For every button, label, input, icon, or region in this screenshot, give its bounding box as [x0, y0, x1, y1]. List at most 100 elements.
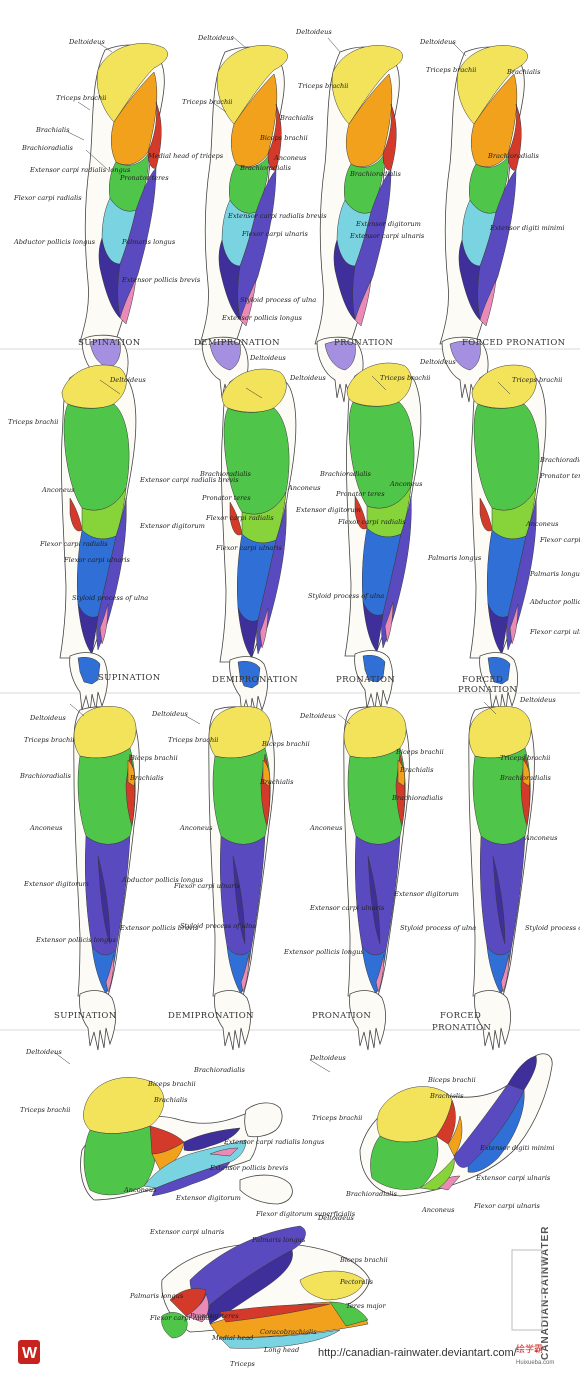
svg-text:Brachioradialis: Brachioradialis [19, 772, 72, 780]
label: Triceps brachii [426, 66, 476, 74]
label: Palmaris longus [121, 238, 176, 246]
svg-text:Extensor pollicis longus: Extensor pollicis longus [221, 314, 303, 322]
muscle-labels: Deltoideus Deltoideus Deltoideus Deltoid… [13, 28, 565, 322]
caption-pronation: PRONATION [334, 338, 393, 348]
caption-pronation: PRONATION [458, 685, 517, 695]
svg-text:Extensor digiti minimi: Extensor digiti minimi [489, 224, 565, 232]
svg-text:Triceps brachii: Triceps brachii [8, 418, 58, 426]
row-captions: SUPINATION DEMIPRONATION PRONATION FORCE… [54, 338, 565, 1033]
svg-text:Styloid process of ulna: Styloid process of ulna [180, 922, 256, 930]
svg-text:Styloid process of ulna: Styloid process of ulna [525, 924, 580, 932]
svg-text:Deltoideus: Deltoideus [299, 712, 336, 720]
svg-text:Long head: Long head [263, 1346, 299, 1354]
label: Brachioradialis [21, 144, 74, 152]
label: Styloid process of ulna [240, 296, 316, 304]
svg-text:Deltoideus: Deltoideus [289, 374, 326, 382]
svg-text:Pronator teres: Pronator teres [119, 174, 169, 182]
svg-text:Extensor carpi ulnaris: Extensor carpi ulnaris [475, 1174, 551, 1182]
svg-text:Deltoideus: Deltoideus [249, 354, 286, 362]
svg-text:Extensor carpi ulnaris: Extensor carpi ulnaris [149, 1228, 225, 1236]
svg-text:Brachialis: Brachialis [399, 766, 434, 774]
svg-text:Extensor digitorum: Extensor digitorum [23, 880, 89, 888]
svg-text:Flexor carpi radialis: Flexor carpi radialis [539, 536, 580, 544]
svg-text:Brachialis: Brachialis [153, 1096, 188, 1104]
stamp-sub: Huixueba.com [516, 1360, 554, 1366]
svg-text:Anconeus: Anconeus [524, 834, 558, 842]
svg-text:Extensor carpi radialis longus: Extensor carpi radialis longus [29, 166, 131, 174]
svg-text:Flexor digitorum superficialis: Flexor digitorum superficialis [255, 1210, 356, 1218]
svg-text:Anconeus: Anconeus [421, 1206, 455, 1214]
muscle-labels-lower: Deltoideus Deltoideus Deltoideus Deltoid… [8, 354, 580, 1368]
label: Extensor carpi ulnaris [349, 232, 425, 240]
row3-figure-demipronation [208, 705, 275, 1051]
svg-text:Pronator teres: Pronator teres [539, 472, 580, 480]
caption-supination: SUPINATION [98, 673, 161, 683]
label: Triceps brachii [56, 94, 106, 102]
svg-text:Brachioradialis: Brachioradialis [345, 1190, 398, 1198]
svg-text:Anconeus: Anconeus [309, 824, 343, 832]
label: Flexor carpi ulnaris [241, 230, 309, 238]
label: Brachialis [35, 126, 70, 134]
svg-text:Brachialis: Brachialis [506, 68, 541, 76]
label: Medial head of triceps [147, 152, 224, 160]
svg-text:Palmaris longus: Palmaris longus [121, 238, 176, 246]
row2-figure-supination [59, 364, 137, 713]
caption-demipronation: DEMIPRONATION [212, 675, 298, 685]
svg-text:Flexor carpi radialis: Flexor carpi radialis [205, 514, 274, 522]
svg-text:Abductor pollicis longus: Abductor pollicis longus [13, 238, 96, 246]
caption-supination: SUPINATION [78, 338, 141, 348]
svg-text:Abductor pollicis longus: Abductor pollicis longus [529, 598, 580, 606]
svg-text:Flexor carpi radialis: Flexor carpi radialis [337, 518, 406, 526]
label-leaders [53, 35, 511, 1073]
caption-supination: SUPINATION [54, 1011, 117, 1021]
label: Extensor pollicis longus [221, 314, 303, 322]
svg-text:Extensor pollicis brevis: Extensor pollicis brevis [119, 924, 199, 932]
caption-pronation: PRONATION [336, 675, 395, 685]
svg-text:Coracobrachialis: Coracobrachialis [260, 1328, 317, 1336]
caption-demipronation: DEMIPRONATION [168, 1011, 254, 1021]
svg-text:Triceps brachii: Triceps brachii [512, 376, 562, 384]
label: Extensor digitorum [355, 220, 421, 228]
svg-text:Brachialis: Brachialis [35, 126, 70, 134]
row2-figure-demipronation [219, 368, 297, 717]
svg-text:Flexor carpi ulnaris: Flexor carpi ulnaris [473, 1202, 541, 1210]
label: Abductor pollicis longus [13, 238, 96, 246]
svg-text:Styloid process of ulna: Styloid process of ulna [400, 924, 476, 932]
svg-text:Biceps brachii: Biceps brachii [261, 740, 310, 748]
caption-forced: FORCED [462, 675, 503, 685]
svg-text:Styloid process of ulna: Styloid process of ulna [308, 592, 384, 600]
svg-text:Deltoideus: Deltoideus [25, 1048, 62, 1056]
svg-text:Brachialis: Brachialis [279, 114, 314, 122]
svg-text:Brachioradialis: Brachioradialis [499, 774, 552, 782]
svg-text:Triceps: Triceps [230, 1360, 255, 1368]
svg-text:Anconeus: Anconeus [525, 520, 559, 528]
svg-text:Anconeus: Anconeus [273, 154, 307, 162]
svg-text:Flexor carpi ulnaris: Flexor carpi ulnaris [215, 544, 283, 552]
row3-figure-pronation [343, 705, 410, 1051]
svg-text:Extensor digitorum: Extensor digitorum [355, 220, 421, 228]
svg-text:Deltoideus: Deltoideus [519, 696, 556, 704]
svg-text:Extensor carpi ulnaris: Extensor carpi ulnaris [349, 232, 425, 240]
svg-text:Triceps brachii: Triceps brachii [298, 82, 348, 90]
svg-text:Anconeus: Anconeus [389, 480, 423, 488]
svg-text:Teres major: Teres major [346, 1302, 387, 1310]
svg-text:Biceps brachii: Biceps brachii [129, 754, 178, 762]
svg-text:Biceps brachii: Biceps brachii [259, 134, 308, 142]
label: Brachioradialis [349, 170, 402, 178]
label: Triceps brachii [182, 98, 232, 106]
svg-text:Triceps brachii: Triceps brachii [56, 94, 106, 102]
svg-text:Palmaris longus: Palmaris longus [129, 1292, 184, 1300]
svg-text:Brachioradialis: Brachioradialis [391, 794, 444, 802]
stamp-text: 绘学霸 [516, 1343, 543, 1355]
label: Anconeus [273, 154, 307, 162]
svg-text:Extensor carpi ulnaris: Extensor carpi ulnaris [309, 904, 385, 912]
svg-text:Triceps brachii: Triceps brachii [426, 66, 476, 74]
svg-text:Deltoideus: Deltoideus [419, 358, 456, 366]
svg-text:Triceps brachii: Triceps brachii [312, 1114, 362, 1122]
label: Deltoideus [68, 38, 105, 46]
svg-text:Anconeus: Anconeus [123, 1186, 157, 1194]
svg-text:Brachioradialis: Brachioradialis [539, 456, 580, 464]
brand-logo-letter: W [22, 1345, 38, 1362]
svg-text:Triceps brachii: Triceps brachii [500, 754, 550, 762]
svg-text:Extensor digitorum: Extensor digitorum [393, 890, 459, 898]
